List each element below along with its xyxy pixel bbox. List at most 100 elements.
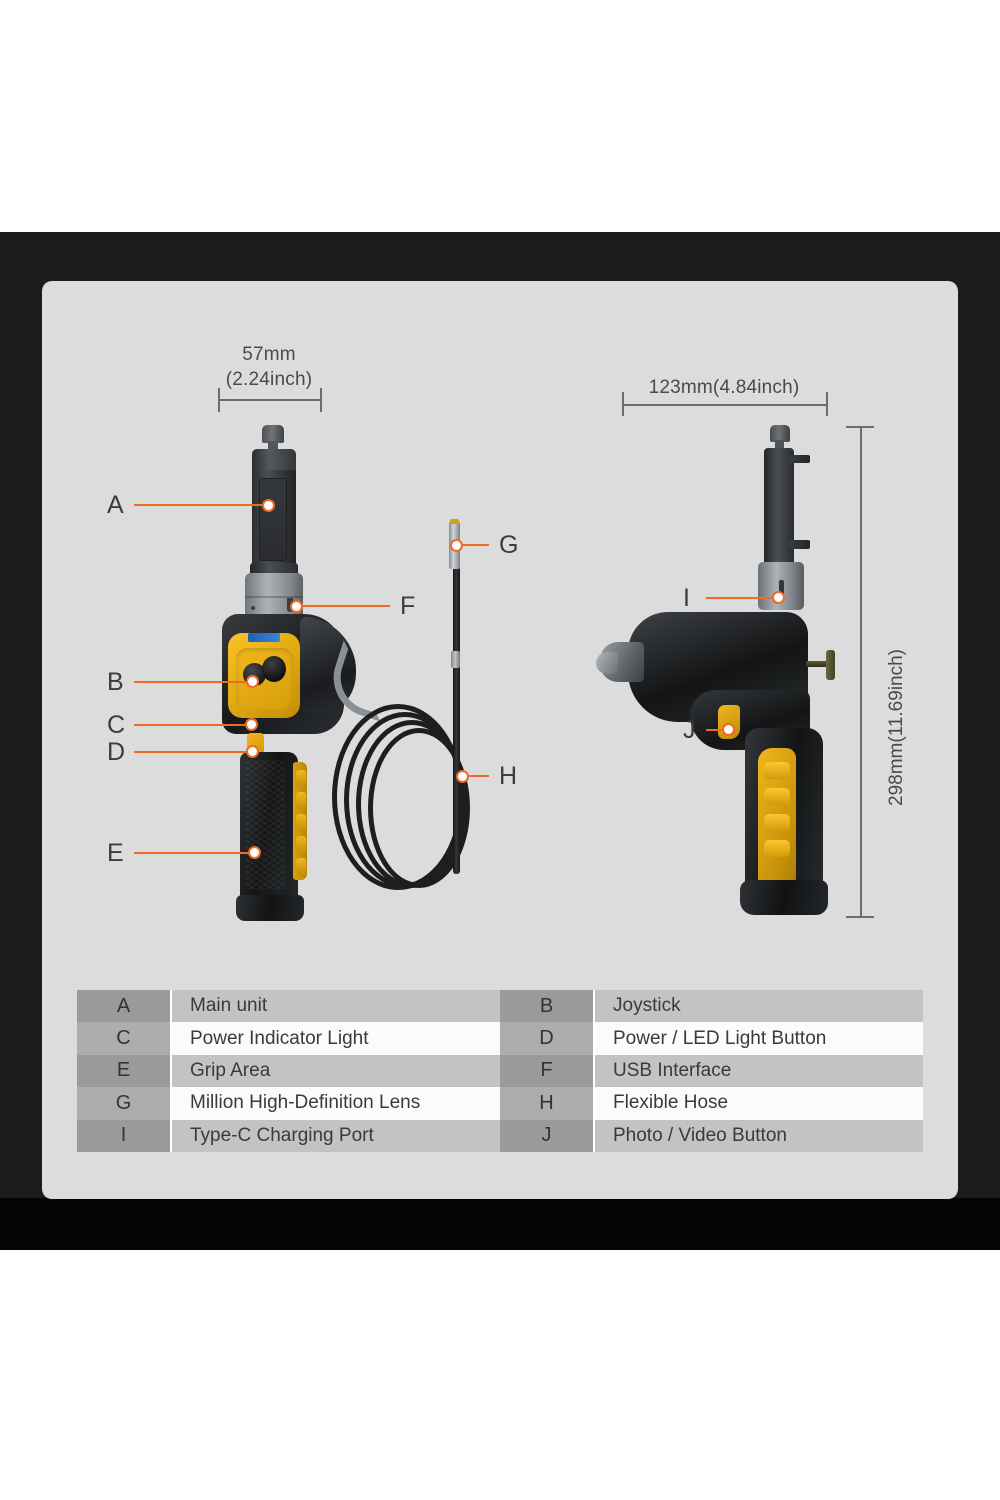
hose-straight-section (453, 566, 460, 874)
callout-leader-line (134, 852, 253, 854)
legend-label: Flexible Hose (595, 1087, 923, 1120)
callout-dot (450, 539, 463, 552)
brand-label (248, 633, 280, 642)
dimension-tick (826, 392, 828, 416)
callout-letter-d: D (107, 738, 126, 766)
clamp-body (764, 448, 794, 568)
callout-dot (245, 718, 258, 731)
dimension-line (218, 399, 322, 401)
type-c-charging-port (779, 580, 784, 598)
callout-dot (246, 675, 259, 688)
legend-letter: B (500, 990, 595, 1023)
legend-label: Power / LED Light Button (595, 1022, 923, 1055)
callout-dot (722, 723, 735, 736)
callout-dot (456, 770, 469, 783)
legend-label: Main unit (172, 990, 500, 1023)
legend-letter: A (77, 990, 172, 1023)
main-unit-screen (259, 478, 287, 561)
grip-area (240, 752, 298, 915)
callout-leader-line (467, 775, 489, 777)
legend-label: Photo / Video Button (595, 1119, 923, 1152)
dimension-side-width-label: 123mm(4.84inch) (648, 377, 800, 398)
grip-ridge (296, 814, 306, 830)
legend-table: A Main unit B Joystick C Power Indicator… (77, 990, 923, 1152)
dimension-height-label: 298mm(11.69inch) (886, 648, 907, 806)
dimension-tick (846, 916, 874, 918)
grip-ridge (764, 840, 790, 857)
callout-dot (246, 745, 259, 758)
callout-letter-i: I (683, 584, 690, 612)
legend-letter: H (500, 1087, 595, 1120)
callout-leader-line (134, 724, 250, 726)
dimension-tick (218, 388, 220, 412)
clamp-arm-lower (790, 540, 810, 549)
grip-ridge (296, 836, 306, 852)
dimension-line (860, 426, 862, 918)
callout-letter-h: H (499, 762, 518, 790)
callout-letter-g: G (499, 531, 519, 559)
table-row: I Type-C Charging Port J Photo / Video B… (77, 1119, 923, 1152)
table-row: C Power Indicator Light D Power / LED Li… (77, 1022, 923, 1055)
collar-screw (251, 606, 255, 610)
hose-coil (368, 728, 470, 888)
legend-letter: G (77, 1087, 172, 1120)
callout-leader-line (706, 597, 778, 599)
legend-letter: C (77, 1022, 172, 1055)
dimension-tick (846, 426, 874, 428)
callout-letter-a: A (107, 491, 124, 519)
callout-leader-line (134, 681, 252, 683)
callout-dot (290, 600, 303, 613)
grip-ridge (296, 858, 306, 874)
grip-ridge (764, 814, 790, 831)
clamp-neck (775, 440, 784, 452)
legend-label: Joystick (595, 990, 923, 1023)
legend-letter: J (500, 1119, 595, 1152)
dimension-tick (320, 388, 322, 412)
grip-ridge (296, 792, 306, 808)
callout-letter-e: E (107, 839, 124, 867)
callout-leader-line (296, 605, 390, 607)
callout-letter-c: C (107, 711, 126, 739)
hose-metal-band (451, 651, 460, 668)
clamp-top-knob (262, 425, 284, 443)
callout-letter-b: B (107, 668, 124, 696)
legend-letter: I (77, 1119, 172, 1152)
rear-knob-head (826, 650, 835, 680)
legend-letter: E (77, 1054, 172, 1088)
rear-knob-stem (806, 661, 828, 667)
device-nose-tip (596, 652, 618, 674)
dimension-line (622, 404, 828, 406)
callout-letter-f: F (400, 592, 416, 620)
clamp-arm-upper (790, 455, 810, 463)
dimension-tick (622, 392, 624, 416)
table-row: G Million High-Definition Lens H Flexibl… (77, 1087, 923, 1120)
clamp-top-knob (770, 425, 790, 442)
callout-dot (262, 499, 275, 512)
legend-letter: F (500, 1054, 595, 1088)
legend-letter: D (500, 1022, 595, 1055)
legend-label: Power Indicator Light (172, 1022, 500, 1055)
callout-leader-line (461, 544, 489, 546)
callout-leader-line (134, 751, 251, 753)
grip-ridge (296, 770, 306, 786)
grip-ridge (764, 788, 790, 805)
collar-seam (245, 596, 303, 598)
callout-dot (248, 846, 261, 859)
legend-label: Million High-Definition Lens (172, 1087, 500, 1120)
dark-backdrop-lower (0, 1198, 1000, 1250)
grip-texture (245, 760, 285, 890)
callout-dot (772, 591, 785, 604)
grip-ridge (764, 762, 790, 779)
clamp-neck (268, 441, 278, 453)
callout-letter-j: J (683, 716, 696, 744)
dimension-front-width-label: 57mm (2.24inch) (225, 344, 313, 390)
legend-label: Grip Area (172, 1054, 500, 1088)
table-row: E Grip Area F USB Interface (77, 1054, 923, 1088)
grip-foot (236, 895, 304, 921)
lens-icon (450, 519, 459, 524)
table-row: A Main unit B Joystick (77, 990, 923, 1023)
grip-foot (740, 880, 828, 915)
callout-leader-line (706, 729, 728, 731)
legend-label: Type-C Charging Port (172, 1119, 500, 1152)
